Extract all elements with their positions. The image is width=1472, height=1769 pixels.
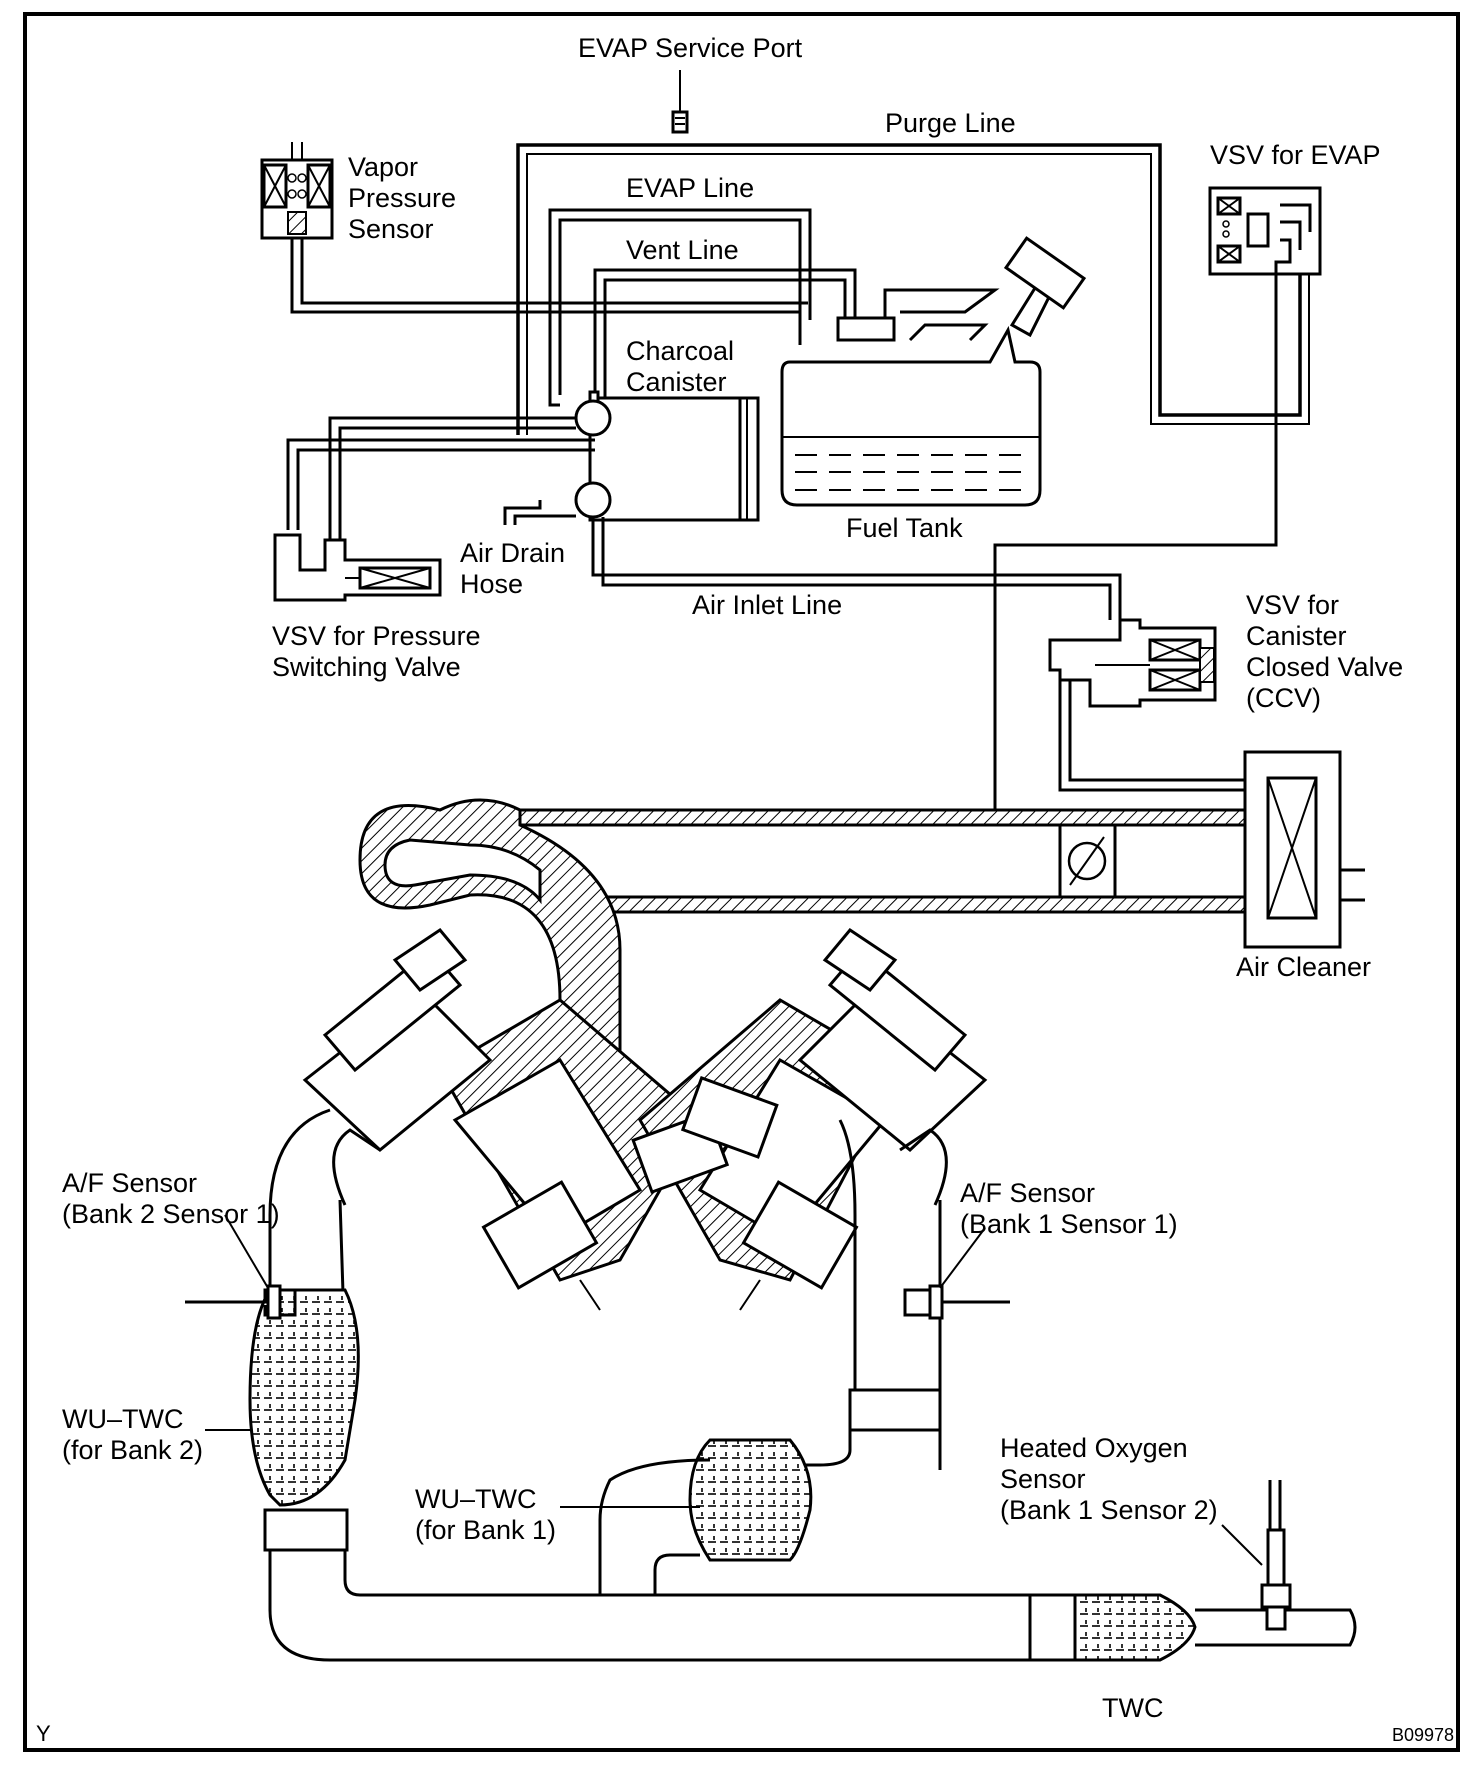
- leader-heated-oxygen: [1221, 1524, 1263, 1566]
- leader-af-bank2: [224, 1214, 269, 1289]
- vsv-ccv: [1048, 618, 1245, 792]
- heated-oxygen-sensor: [1260, 1480, 1292, 1631]
- fuel-tank: [780, 236, 1087, 507]
- label-air-cleaner: Air Cleaner: [1236, 952, 1372, 982]
- label-heated-oxygen-sensor: Heated Oxygen Sensor (Bank 1 Sensor 2): [1000, 1433, 1218, 1525]
- purge-line: [516, 143, 1302, 435]
- label-vsv-pressure-switching: VSV for Pressure Switching Valve: [272, 621, 481, 682]
- vapor-sensor-line: [290, 238, 808, 345]
- vent-line: [593, 268, 857, 410]
- label-air-inlet-line: Air Inlet Line: [692, 590, 843, 620]
- label-fuel-tank: Fuel Tank: [846, 513, 963, 543]
- label-purge-line: Purge Line: [885, 108, 1016, 138]
- label-vsv-ccv: VSV for Canister Closed Valve (CCV): [1246, 590, 1404, 713]
- label-af-sensor-bank2: A/F Sensor (Bank 2 Sensor 1): [62, 1168, 280, 1229]
- label-vapor-pressure-sensor: Vapor Pressure Sensor: [348, 152, 457, 244]
- air-cleaner: [1243, 750, 1365, 949]
- exhaust-system: [248, 1108, 1357, 1662]
- label-air-drain-hose: Air Drain Hose: [460, 538, 566, 599]
- label-figure-code: B09978: [1392, 1725, 1455, 1745]
- label-af-sensor-bank1: A/F Sensor (Bank 1 Sensor 1): [960, 1178, 1178, 1239]
- outer-frame: [23, 12, 1460, 1752]
- evap-service-port: [671, 70, 689, 134]
- air-inlet-line: [591, 517, 1122, 620]
- label-vsv-evap: VSV for EVAP: [1210, 140, 1381, 170]
- label-evap-service-port: EVAP Service Port: [578, 33, 803, 63]
- af-sensor-bank1: [903, 1284, 1010, 1320]
- intake-duct: [358, 798, 1247, 1052]
- label-wu-twc-bank1: WU–TWC (for Bank 1): [415, 1484, 557, 1545]
- leader-af-bank1: [939, 1227, 986, 1289]
- label-charcoal-canister: Charcoal Canister: [626, 336, 735, 397]
- vsv-pressure-switching-valve: [273, 416, 595, 602]
- engine-block: [302, 928, 988, 1311]
- label-evap-line: EVAP Line: [626, 173, 755, 203]
- label-vent-line: Vent Line: [626, 235, 739, 265]
- label-wu-twc-bank2: WU–TWC (for Bank 2): [62, 1404, 204, 1465]
- vsv-evap: [993, 186, 1322, 820]
- charcoal-canister: [574, 390, 760, 522]
- label-twc: TWC: [1102, 1693, 1164, 1723]
- af-sensor-bank2: [185, 1284, 297, 1320]
- air-drain-hose: [503, 500, 576, 525]
- vapor-pressure-sensor: [260, 142, 334, 240]
- label-corner-letter: Y: [36, 1721, 51, 1746]
